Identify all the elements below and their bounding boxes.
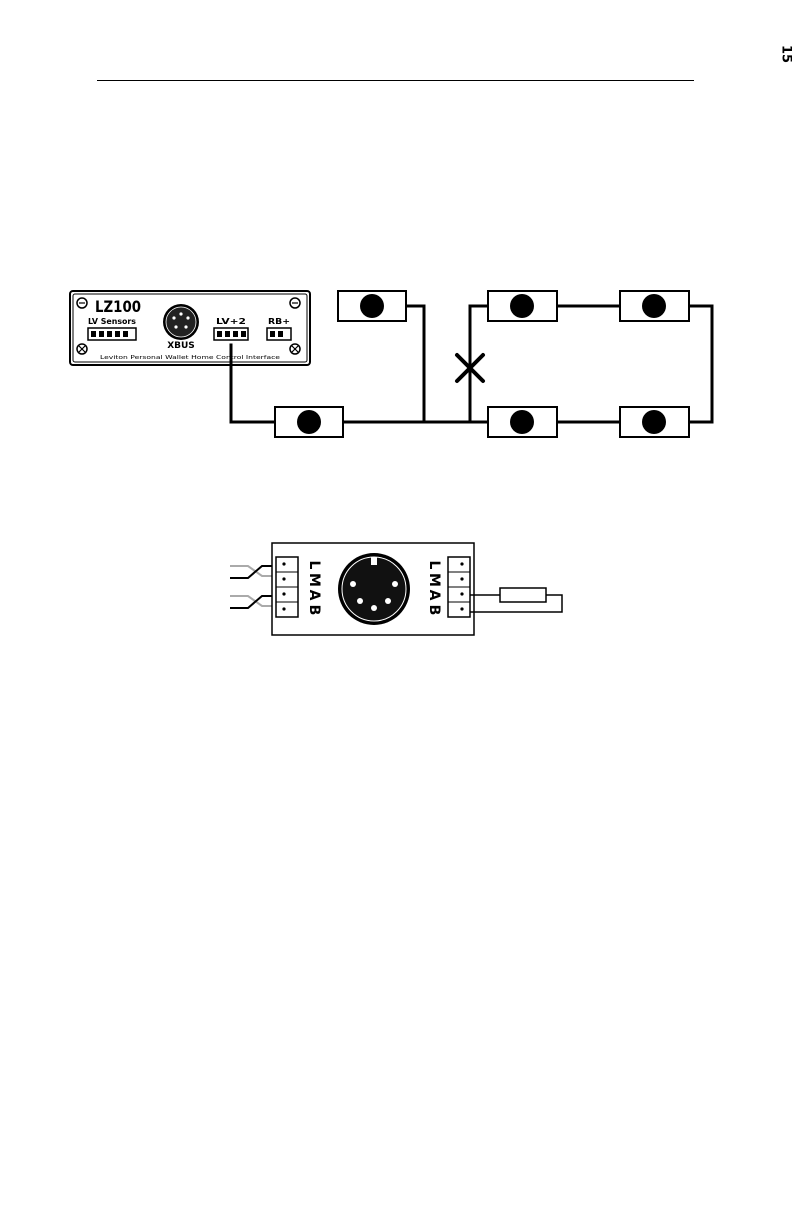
controller-port-left-terminal — [88, 328, 136, 340]
controller-panel: LZ100 LV Sensors XBUS LV+2 — [70, 291, 310, 365]
din-connector-icon — [642, 410, 666, 434]
din-connector-icon — [163, 304, 199, 340]
device-module — [488, 407, 557, 437]
device-module — [488, 291, 557, 321]
screw-icon — [290, 298, 300, 308]
controller-model: LZ100 — [95, 297, 141, 316]
bus-wire — [406, 306, 424, 422]
screw-icon — [290, 344, 300, 354]
terminal-diagram: L M A B L M A B — [230, 543, 562, 635]
left-terminal-label: M — [306, 573, 322, 587]
bus-wire — [689, 306, 712, 422]
right-terminal-label: A — [426, 590, 442, 601]
left-terminal-label: B — [306, 605, 322, 616]
incoming-wires — [230, 566, 276, 608]
screw-icon — [77, 344, 87, 354]
controller-port-right-b-label: RB+ — [268, 317, 290, 326]
left-terminal-label: L — [306, 561, 322, 570]
device-module — [338, 291, 406, 321]
right-terminal-label: M — [426, 573, 442, 587]
left-terminal-block — [276, 557, 298, 617]
device-module — [620, 291, 689, 321]
din-connector-icon — [297, 410, 321, 434]
right-terminal-label: L — [426, 561, 442, 570]
controller-port-right-b-terminal — [267, 328, 291, 340]
din-connector-icon — [642, 294, 666, 318]
controller-port-left-label: LV Sensors — [88, 317, 136, 326]
right-terminal-label: B — [426, 605, 442, 616]
din-socket-icon — [338, 553, 410, 625]
din-connector-icon — [360, 294, 384, 318]
device-module — [620, 407, 689, 437]
din-connector-icon — [510, 410, 534, 434]
right-terminal-block — [448, 557, 470, 617]
controller-port-right-a-terminal — [214, 328, 248, 340]
termination-resistor — [470, 588, 562, 612]
controller-port-center-label: XBUS — [167, 341, 195, 351]
controller-footer-text: Leviton Personal Wallet Home Control Int… — [100, 355, 281, 361]
din-connector-icon — [510, 294, 534, 318]
left-terminal-label: A — [306, 590, 322, 601]
device-module — [275, 407, 343, 437]
controller-port-right-a-label: LV+2 — [216, 317, 246, 326]
screw-icon — [77, 298, 87, 308]
resistor-icon — [500, 588, 546, 602]
